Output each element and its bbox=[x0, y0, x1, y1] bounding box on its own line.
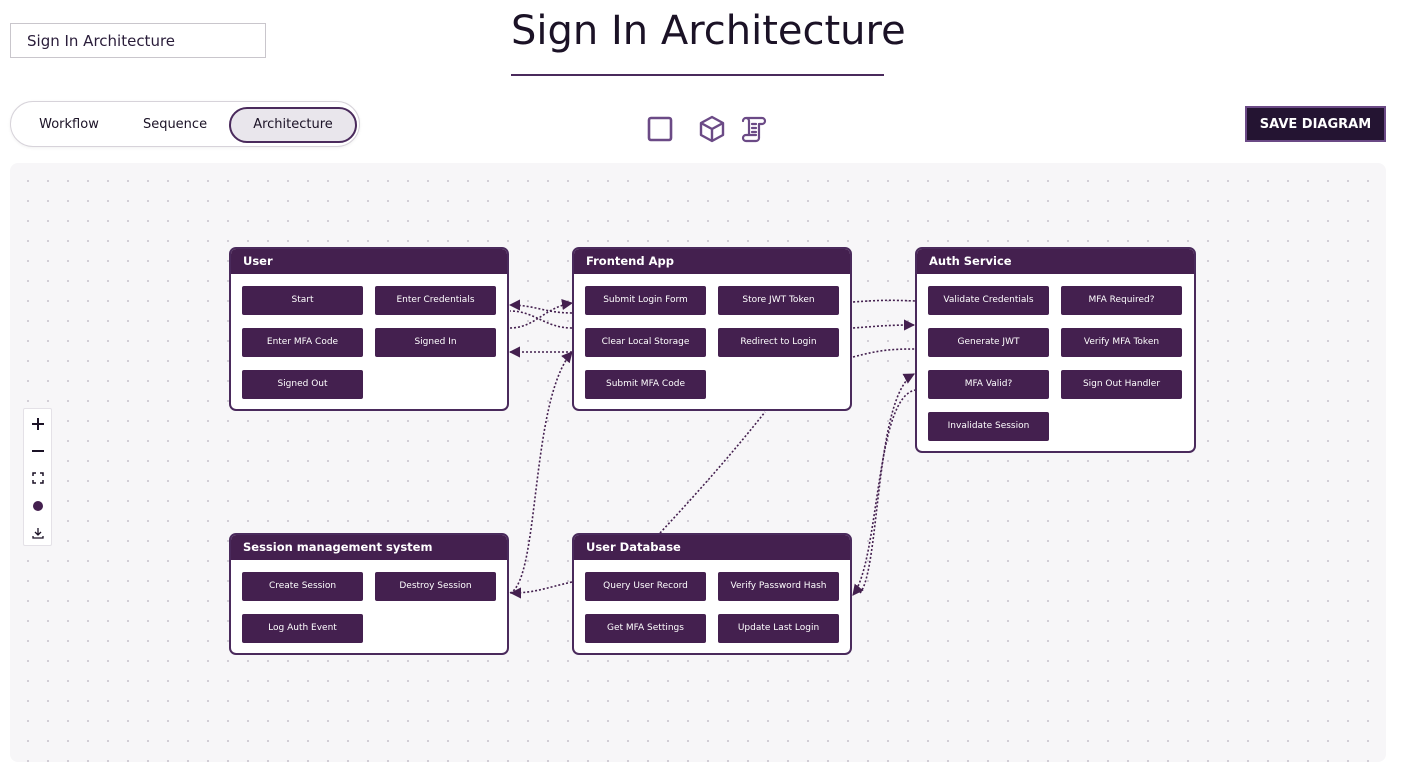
node-item[interactable]: Destroy Session bbox=[375, 572, 496, 601]
tab-sequence[interactable]: Sequence bbox=[142, 117, 208, 132]
node-item[interactable]: Verify Password Hash bbox=[718, 572, 839, 601]
zoom-out-icon[interactable] bbox=[24, 437, 51, 464]
node-item[interactable]: Update Last Login bbox=[718, 614, 839, 643]
node-item[interactable]: Redirect to Login bbox=[718, 328, 839, 357]
node-frontend-app[interactable]: Frontend App Submit Login Form Store JWT… bbox=[572, 247, 852, 411]
node-item[interactable]: Enter Credentials bbox=[375, 286, 496, 315]
node-item[interactable]: MFA Valid? bbox=[928, 370, 1049, 399]
node-item[interactable]: Sign Out Handler bbox=[1061, 370, 1182, 399]
node-item[interactable]: Generate JWT bbox=[928, 328, 1049, 357]
node-item[interactable]: Submit Login Form bbox=[585, 286, 706, 315]
view-tabs: Workflow Sequence Architecture bbox=[10, 101, 360, 147]
node-title: User bbox=[231, 249, 507, 274]
tab-workflow[interactable]: Workflow bbox=[39, 117, 99, 132]
tab-architecture[interactable]: Architecture bbox=[229, 107, 357, 143]
color-dot-icon[interactable] bbox=[24, 492, 51, 519]
node-item[interactable]: Invalidate Session bbox=[928, 412, 1049, 441]
node-item[interactable]: Signed In bbox=[375, 328, 496, 357]
title-underline bbox=[511, 74, 884, 76]
node-user[interactable]: User Start Enter Credentials Enter MFA C… bbox=[229, 247, 509, 411]
node-item[interactable]: MFA Required? bbox=[1061, 286, 1182, 315]
node-title: User Database bbox=[574, 535, 850, 560]
node-item[interactable]: Start bbox=[242, 286, 363, 315]
node-item[interactable]: Validate Credentials bbox=[928, 286, 1049, 315]
square-icon[interactable] bbox=[645, 114, 675, 144]
diagram-name-input[interactable] bbox=[10, 23, 266, 58]
node-session-management[interactable]: Session management system Create Session… bbox=[229, 533, 509, 655]
node-item[interactable]: Signed Out bbox=[242, 370, 363, 399]
node-title: Frontend App bbox=[574, 249, 850, 274]
node-item[interactable]: Clear Local Storage bbox=[585, 328, 706, 357]
node-user-database[interactable]: User Database Query User Record Verify P… bbox=[572, 533, 852, 655]
node-title: Auth Service bbox=[917, 249, 1194, 274]
node-item[interactable]: Log Auth Event bbox=[242, 614, 363, 643]
node-item[interactable]: Get MFA Settings bbox=[585, 614, 706, 643]
scroll-icon[interactable] bbox=[739, 114, 769, 144]
node-auth-service[interactable]: Auth Service Validate Credentials MFA Re… bbox=[915, 247, 1196, 453]
fit-view-icon[interactable] bbox=[24, 464, 51, 491]
node-item[interactable]: Store JWT Token bbox=[718, 286, 839, 315]
node-item[interactable]: Create Session bbox=[242, 572, 363, 601]
download-icon[interactable] bbox=[24, 519, 51, 546]
node-item[interactable]: Verify MFA Token bbox=[1061, 328, 1182, 357]
zoom-in-icon[interactable] bbox=[24, 410, 51, 437]
page-title: Sign In Architecture bbox=[511, 8, 906, 54]
node-item[interactable]: Submit MFA Code bbox=[585, 370, 706, 399]
save-diagram-button[interactable]: SAVE DIAGRAM bbox=[1245, 106, 1386, 142]
zoom-controls bbox=[23, 408, 52, 546]
cube-icon[interactable] bbox=[697, 114, 727, 144]
node-title: Session management system bbox=[231, 535, 507, 560]
node-item[interactable]: Enter MFA Code bbox=[242, 328, 363, 357]
node-item[interactable]: Query User Record bbox=[585, 572, 706, 601]
